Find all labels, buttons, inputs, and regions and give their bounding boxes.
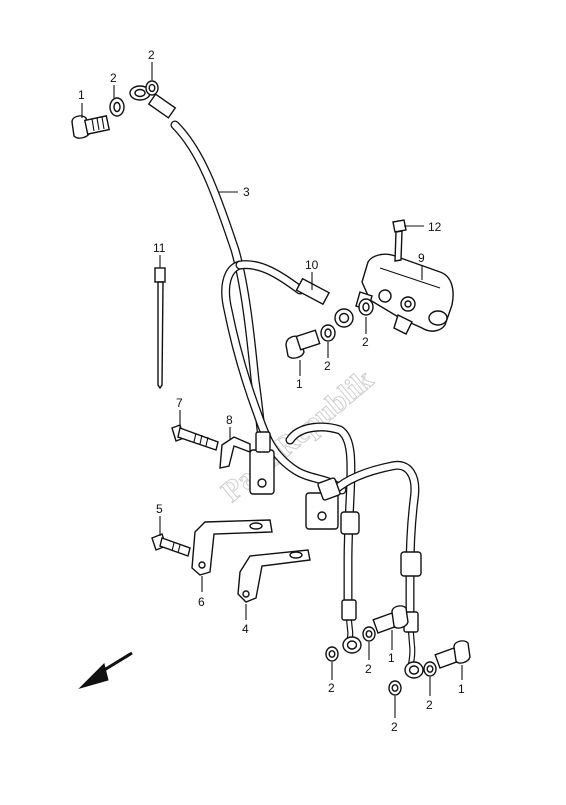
callout-2-mid-a: 2 bbox=[324, 359, 331, 373]
callout-2-low-c: 2 bbox=[426, 698, 433, 712]
callout-5: 5 bbox=[156, 502, 163, 516]
callout-12: 12 bbox=[428, 220, 442, 234]
front-direction-arrow-icon bbox=[78, 651, 133, 690]
callout-1-top: 1 bbox=[78, 88, 85, 102]
brake-hose-loop bbox=[221, 260, 354, 495]
callout-2-low-a: 2 bbox=[365, 662, 372, 676]
callout-10: 10 bbox=[305, 258, 319, 272]
master-cylinder bbox=[355, 253, 454, 335]
callout-8: 8 bbox=[226, 413, 233, 427]
bolt-5 bbox=[151, 533, 191, 557]
brake-hose-right-b bbox=[325, 460, 424, 679]
bolt-7 bbox=[171, 424, 219, 451]
callout-9: 9 bbox=[418, 251, 425, 265]
callout-2-top-a: 2 bbox=[110, 71, 117, 85]
callout-3: 3 bbox=[243, 185, 250, 199]
banjo-bolt-top bbox=[71, 80, 159, 139]
callout-11: 11 bbox=[153, 241, 166, 255]
brake-hose-upper bbox=[129, 85, 267, 445]
callout-4: 4 bbox=[242, 622, 249, 636]
banjo-bolt-lower-a bbox=[325, 605, 409, 662]
bolt-12 bbox=[392, 219, 407, 262]
leader-lines bbox=[81, 62, 463, 718]
bracket-6 bbox=[191, 519, 273, 576]
callout-1-low-b: 1 bbox=[458, 682, 465, 696]
brake-hose-right-a bbox=[285, 422, 362, 654]
callout-2-top-b: 2 bbox=[148, 48, 155, 62]
bracket-8 bbox=[219, 436, 251, 469]
callout-2-mid-b: 2 bbox=[362, 335, 369, 349]
banjo-bolt-lower-b bbox=[388, 640, 471, 696]
hose-fitting bbox=[295, 277, 331, 306]
callout-2-low-d: 2 bbox=[391, 720, 398, 734]
callout-1-mid: 1 bbox=[296, 377, 303, 391]
bracket-4 bbox=[237, 549, 311, 603]
banjo-bolt-upper-right bbox=[285, 298, 374, 359]
callout-1-low-a: 1 bbox=[388, 651, 395, 665]
callout-6: 6 bbox=[198, 595, 205, 609]
callout-7: 7 bbox=[176, 396, 183, 410]
hose-joint-left bbox=[249, 431, 275, 495]
cable-tie bbox=[154, 267, 166, 390]
hose-joint-center bbox=[305, 477, 341, 530]
callout-2-low-b: 2 bbox=[328, 681, 335, 695]
